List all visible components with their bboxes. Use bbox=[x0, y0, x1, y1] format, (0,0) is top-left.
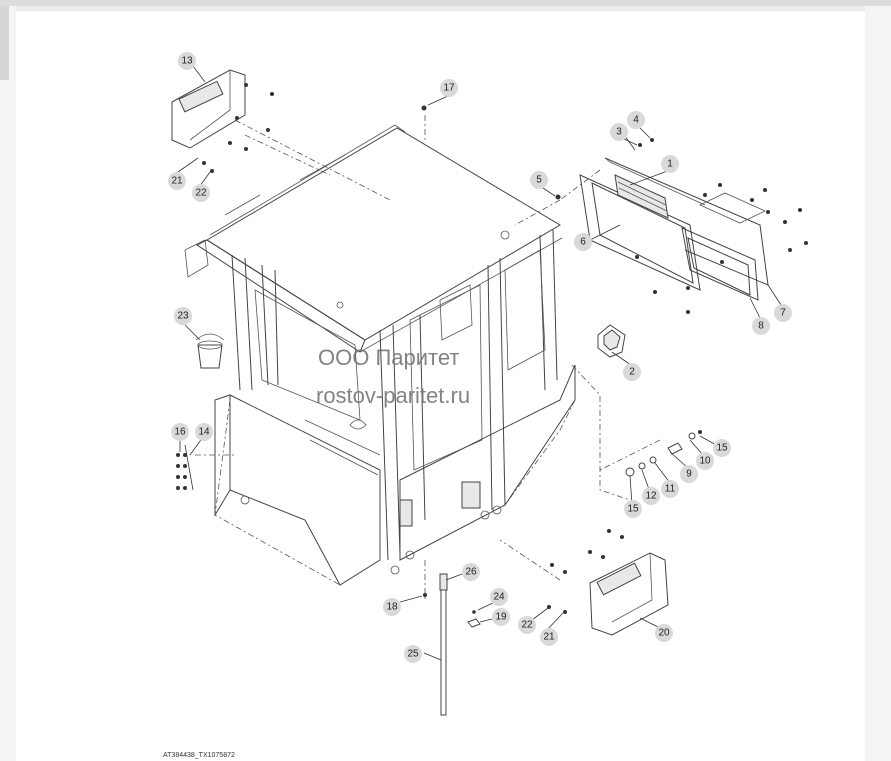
callout-16: 16 bbox=[171, 423, 189, 441]
callout-2: 2 bbox=[623, 363, 641, 381]
svg-text:3: 3 bbox=[616, 127, 622, 138]
svg-text:2: 2 bbox=[629, 367, 635, 378]
left-strip-mark bbox=[0, 6, 9, 80]
callout-17: 17 bbox=[440, 79, 458, 97]
part-2-plate bbox=[597, 324, 626, 358]
parts-14-16-bolts bbox=[176, 444, 194, 491]
part-13-side-panel bbox=[171, 69, 274, 173]
svg-text:17: 17 bbox=[443, 83, 455, 94]
watermark-company: ООО Паритет bbox=[318, 345, 460, 370]
part-20-side-panel bbox=[547, 529, 669, 636]
svg-text:25: 25 bbox=[407, 649, 419, 660]
svg-text:5: 5 bbox=[536, 175, 542, 186]
watermark-website: rostov-paritet.ru bbox=[316, 383, 471, 408]
svg-text:1: 1 bbox=[667, 159, 673, 170]
callout-18: 18 bbox=[383, 598, 401, 616]
figure-id: AT384438_TX1075872 bbox=[163, 752, 235, 759]
callout-12: 12 bbox=[642, 487, 660, 505]
assembly-guide-lines bbox=[195, 115, 661, 600]
callout-23: 23 bbox=[174, 307, 192, 325]
svg-text:7: 7 bbox=[780, 308, 786, 319]
callout-25: 25 bbox=[404, 645, 422, 663]
callout-14: 14 bbox=[195, 423, 213, 441]
fittings-9-12-15 bbox=[625, 430, 702, 477]
callout-10: 10 bbox=[696, 452, 714, 470]
callout-26: 26 bbox=[462, 563, 480, 581]
part-1-rear-window bbox=[555, 138, 808, 314]
svg-text:14: 14 bbox=[198, 427, 210, 438]
callout-3: 3 bbox=[610, 123, 628, 141]
callout-22-lower: 22 bbox=[518, 616, 536, 634]
part-23-cup-holder bbox=[195, 333, 225, 369]
svg-text:8: 8 bbox=[758, 321, 764, 332]
callouts: 13 17 1 3 4 5 6 7 8 2 21 22 23 16 14 15 … bbox=[168, 52, 792, 663]
viewer-top-bar bbox=[0, 0, 891, 6]
callout-8: 8 bbox=[752, 317, 770, 335]
viewer-left-strip bbox=[0, 6, 16, 761]
callout-20: 20 bbox=[655, 624, 673, 642]
svg-text:18: 18 bbox=[386, 602, 398, 613]
svg-text:10: 10 bbox=[699, 456, 711, 467]
callout-21-upper: 21 bbox=[168, 172, 186, 190]
callout-13: 13 bbox=[178, 52, 196, 70]
svg-text:23: 23 bbox=[177, 311, 189, 322]
callout-7: 7 bbox=[774, 304, 792, 322]
svg-text:11: 11 bbox=[665, 484, 676, 495]
callout-11: 11 bbox=[661, 480, 679, 498]
svg-text:15: 15 bbox=[716, 443, 728, 454]
svg-text:22: 22 bbox=[195, 188, 207, 199]
callout-15-right: 15 bbox=[713, 439, 731, 457]
callout-5: 5 bbox=[530, 171, 548, 189]
svg-text:26: 26 bbox=[465, 567, 477, 578]
callout-1: 1 bbox=[661, 155, 679, 173]
svg-text:6: 6 bbox=[580, 237, 586, 248]
callout-4: 4 bbox=[627, 111, 645, 129]
svg-text:19: 19 bbox=[495, 612, 507, 623]
svg-text:13: 13 bbox=[181, 56, 193, 67]
svg-text:21: 21 bbox=[171, 176, 183, 187]
svg-text:24: 24 bbox=[493, 592, 505, 603]
cab-frame bbox=[184, 124, 576, 586]
svg-text:9: 9 bbox=[686, 469, 692, 480]
callout-19: 19 bbox=[492, 608, 510, 626]
viewer-right-strip bbox=[865, 6, 891, 761]
svg-text:22: 22 bbox=[521, 620, 533, 631]
callout-24: 24 bbox=[490, 588, 508, 606]
rod-and-small-parts bbox=[421, 105, 481, 716]
svg-text:12: 12 bbox=[645, 491, 657, 502]
callout-21-lower: 21 bbox=[540, 628, 558, 646]
callout-9: 9 bbox=[680, 465, 698, 483]
svg-text:4: 4 bbox=[633, 115, 639, 126]
callout-15-lower: 15 bbox=[624, 500, 642, 518]
svg-text:15: 15 bbox=[627, 504, 639, 515]
svg-text:21: 21 bbox=[543, 632, 555, 643]
svg-text:16: 16 bbox=[174, 427, 186, 438]
callout-6: 6 bbox=[574, 233, 592, 251]
callout-22-upper: 22 bbox=[192, 184, 210, 202]
svg-text:20: 20 bbox=[658, 628, 670, 639]
